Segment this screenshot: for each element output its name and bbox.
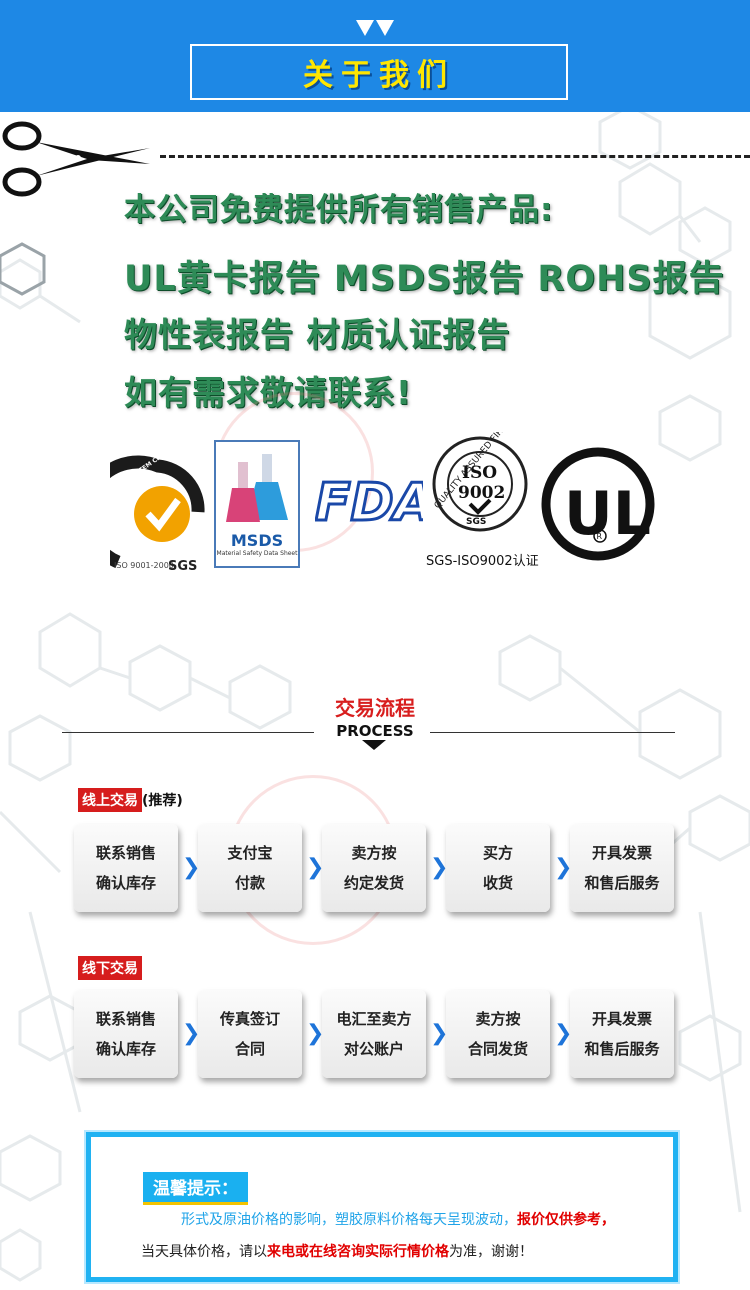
iso-caption: SGS-ISO9002认证 — [426, 554, 539, 569]
offline-steps: 联系销售确认库存 ❯ 传真签订合同 ❯ 电汇至卖方对公账户 ❯ 卖方按合同发货 … — [74, 990, 674, 1078]
online-step-4: 买方收货 — [446, 824, 550, 912]
svg-text:R: R — [597, 532, 603, 541]
chevron-right-icon: ❯ — [430, 1021, 449, 1046]
offline-trade-tag: 线下交易 — [78, 956, 142, 980]
hexagon-icon — [0, 242, 46, 296]
online-steps: 联系销售确认库存 ❯ 支付宝付款 ❯ 卖方按约定发货 ❯ 买方收货 ❯ 开具发票… — [74, 824, 674, 912]
title-box: 关于我们 — [190, 44, 568, 100]
offline-trade-label: 线下交易 — [78, 956, 142, 980]
online-trade-label: 线上交易 (推荐) — [78, 788, 183, 812]
process-title-en: PROCESS — [336, 722, 414, 740]
promo-line-3: 物性表报告 材质认证报告 — [124, 315, 511, 354]
msds-title: MSDS — [230, 531, 284, 550]
msds-logo: MSDS Material Safety Data Sheet — [214, 440, 300, 568]
svg-text:SGS: SGS — [168, 559, 197, 572]
chevron-right-icon: ❯ — [554, 1021, 573, 1046]
down-triangle-icon — [356, 20, 374, 36]
certification-logos: SYSTEM CERTIFICATION ISO 9001-2000 SGS M… — [110, 432, 670, 582]
chevron-right-icon: ❯ — [430, 855, 449, 880]
online-step-5: 开具发票和售后服务 — [570, 824, 674, 912]
ul-logo: UL R — [541, 447, 655, 561]
tip-box: 温馨提示： 形式及原油价格的影响，塑胶原料价格每天呈现波动，报价仅供参考， 当天… — [86, 1132, 678, 1282]
tip-label: 温馨提示： — [143, 1172, 248, 1205]
tip-line-2: 当天具体价格，请以来电或在线咨询实际行情价格为准，谢谢！ — [141, 1244, 533, 1260]
svg-text:9002: 9002 — [458, 483, 505, 503]
cut-line — [160, 155, 750, 158]
offline-step-3: 电汇至卖方对公账户 — [322, 990, 426, 1078]
svg-text:ISO: ISO — [462, 463, 497, 483]
offline-step-1: 联系销售确认库存 — [74, 990, 178, 1078]
online-step-1: 联系销售确认库存 — [74, 824, 178, 912]
sgs-system-certification-logo: SYSTEM CERTIFICATION ISO 9001-2000 SGS — [110, 452, 205, 572]
offline-step-4: 卖方按合同发货 — [446, 990, 550, 1078]
tip-line-1: 形式及原油价格的影响，塑胶原料价格每天呈现波动，报价仅供参考， — [181, 1212, 615, 1228]
divider — [430, 732, 675, 733]
online-step-3: 卖方按约定发货 — [322, 824, 426, 912]
page-title: 关于我们 — [303, 58, 455, 93]
chevron-right-icon: ❯ — [306, 1021, 325, 1046]
online-step-2: 支付宝付款 — [198, 824, 302, 912]
chevron-right-icon: ❯ — [306, 855, 325, 880]
scissors-icon — [2, 121, 150, 197]
svg-text:SGS: SGS — [466, 517, 486, 527]
divider — [62, 732, 314, 733]
chevron-right-icon: ❯ — [554, 855, 573, 880]
svg-text:ISO 9001-2000: ISO 9001-2000 — [114, 561, 174, 570]
offline-step-2: 传真签订合同 — [198, 990, 302, 1078]
promo-line-2: UL黄卡报告 MSDS报告 ROHS报告 — [124, 259, 725, 299]
fda-logo: FDA — [315, 472, 423, 527]
process-heading: 交易流程 PROCESS — [0, 690, 750, 760]
svg-text:FDA: FDA — [315, 473, 423, 526]
process-title-cn: 交易流程 — [335, 696, 415, 720]
down-triangle-icon — [362, 740, 386, 750]
msds-subtitle: Material Safety Data Sheet — [216, 550, 298, 557]
chevron-right-icon: ❯ — [182, 1021, 201, 1046]
online-trade-note: (推荐) — [142, 793, 183, 809]
chevron-right-icon: ❯ — [182, 855, 201, 880]
promo-line-1: 本公司免费提供所有销售产品: — [124, 192, 554, 228]
svg-text:UL: UL — [564, 479, 651, 549]
offline-step-5: 开具发票和售后服务 — [570, 990, 674, 1078]
iso-9002-logo: QUALITY ASSURED FIRM ISO 9002 SGS — [432, 432, 528, 532]
down-triangle-icon — [376, 20, 394, 36]
online-trade-tag: 线上交易 — [78, 788, 142, 812]
header-banner: 关于我们 — [0, 0, 750, 112]
